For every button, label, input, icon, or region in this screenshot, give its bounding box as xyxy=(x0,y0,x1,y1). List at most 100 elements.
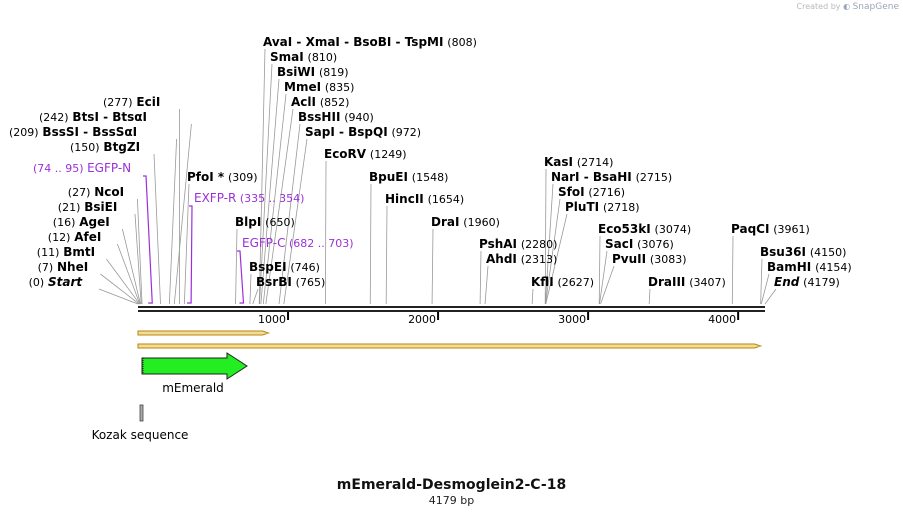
site-name: EciI xyxy=(136,95,160,109)
site-label: (11) BmtI xyxy=(37,245,95,259)
site-line xyxy=(100,273,140,305)
site-label: BpuEI (1548) xyxy=(369,170,448,184)
site-name: MmeI xyxy=(284,80,321,94)
site-name: BlpI xyxy=(235,215,261,229)
site-position: (11) xyxy=(37,246,60,259)
site-position: (819) xyxy=(319,66,349,79)
site-position: (940) xyxy=(344,111,374,124)
site-name: PluTI xyxy=(565,200,599,214)
site-label: (16) AgeI xyxy=(53,215,110,229)
primer-mark xyxy=(187,205,193,304)
site-line xyxy=(598,235,601,305)
primer-mark xyxy=(143,175,153,304)
site-position: (242) xyxy=(39,111,69,124)
site-name: DraI xyxy=(431,215,459,229)
site-name: AfeI xyxy=(74,230,101,244)
site-position: (4154) xyxy=(815,261,852,274)
site-label: BssHII (940) xyxy=(298,110,374,124)
site-label: PvuII (3083) xyxy=(612,252,687,266)
site-label: EcoRV (1249) xyxy=(324,147,407,161)
site-label: (12) AfeI xyxy=(48,230,102,244)
site-name: BamHI xyxy=(767,260,811,274)
site-name: BsiWI xyxy=(277,65,315,79)
site-line xyxy=(760,273,770,305)
site-label: (0) Start xyxy=(29,275,84,289)
orf-arrows xyxy=(137,330,763,349)
site-label: SacI (3076) xyxy=(605,237,674,251)
primer-name: EXFP-R xyxy=(194,191,236,205)
site-position: (12) xyxy=(48,231,71,244)
site-label: (7) NheI xyxy=(38,260,89,274)
site-line xyxy=(431,228,434,305)
site-label: AhdI (2313) xyxy=(486,252,557,266)
snapgene-credit: Created by ◐ SnapGene xyxy=(797,2,900,12)
orf-arrow xyxy=(137,330,271,336)
site-name: DraIII xyxy=(648,275,685,289)
site-label: Bsu36I (4150) xyxy=(760,245,846,259)
site-position: (21) xyxy=(58,201,81,214)
site-line xyxy=(544,183,554,305)
site-labels: (0) Start(7) NheI(11) BmtI(12) AfeI(16) … xyxy=(9,35,852,289)
feature-label: mEmerald xyxy=(162,381,224,395)
site-name: AclI xyxy=(291,95,316,109)
site-name: KasI xyxy=(544,155,573,169)
site-lines xyxy=(98,48,777,305)
site-position: (1654) xyxy=(428,193,465,206)
site-label: BsrBI (765) xyxy=(256,275,325,289)
site-line xyxy=(265,108,294,305)
site-line xyxy=(259,63,273,305)
site-name: BssSI - BssSαI xyxy=(42,125,137,139)
site-line xyxy=(544,168,547,305)
site-line xyxy=(545,198,561,305)
site-position: (3083) xyxy=(650,253,687,266)
site-name: AhdI xyxy=(486,252,517,266)
site-name: PaqCI xyxy=(731,222,769,236)
site-position: (810) xyxy=(308,51,338,64)
site-line xyxy=(324,160,327,305)
site-name: SapI - BspQI xyxy=(305,125,388,139)
site-position: (1249) xyxy=(370,148,407,161)
site-label: MmeI (835) xyxy=(284,80,354,94)
site-name: KflI xyxy=(531,275,554,289)
orf-arrow xyxy=(137,343,763,349)
site-line xyxy=(134,213,142,305)
site-name: Eco53kI xyxy=(598,222,651,236)
site-position: (1548) xyxy=(412,171,449,184)
site-name: SacI xyxy=(605,237,633,251)
site-label: BamHI (4154) xyxy=(767,260,852,274)
site-line xyxy=(545,213,568,305)
feature-label: Kozak sequence xyxy=(92,428,189,442)
site-position: (650) xyxy=(265,216,295,229)
site-line xyxy=(760,258,763,305)
plasmid-title: mEmerald-Desmoglein2-C-18 xyxy=(336,477,567,493)
site-position: (3407) xyxy=(689,276,726,289)
site-line xyxy=(531,288,534,305)
primer-name: EGFP-C xyxy=(242,236,285,250)
ruler-label: 1000 xyxy=(258,313,286,326)
site-line xyxy=(731,235,734,305)
site-name: BssHII xyxy=(298,110,340,124)
site-name: BmtI xyxy=(63,245,95,259)
sequence-backbone xyxy=(138,306,765,312)
site-label: KasI (2714) xyxy=(544,155,613,169)
site-position: (2716) xyxy=(588,186,625,199)
site-position: (3074) xyxy=(655,223,692,236)
site-position: (277) xyxy=(103,96,133,109)
site-line xyxy=(599,250,608,305)
memerald-feature-arrow xyxy=(141,352,248,380)
site-name: HincII xyxy=(385,192,424,206)
site-line xyxy=(117,243,141,305)
site-name: AvaI - XmaI - BsoBI - TspMI xyxy=(263,35,443,49)
credit-text: Created by xyxy=(796,2,841,11)
site-label: End (4179) xyxy=(774,275,840,289)
site-position: (7) xyxy=(38,261,54,274)
site-label: (209) BssSI - BssSαI xyxy=(9,125,137,139)
site-name: SfoI xyxy=(558,185,585,199)
site-label: AclI (852) xyxy=(291,95,349,109)
site-label: (242) BtsI - BtsαI xyxy=(39,110,147,124)
ruler-label: 2000 xyxy=(408,313,436,326)
site-label: (277) EciI xyxy=(103,95,160,109)
site-line xyxy=(249,273,252,305)
ruler-label: 4000 xyxy=(708,313,736,326)
site-label: PaqCI (3961) xyxy=(731,222,810,236)
